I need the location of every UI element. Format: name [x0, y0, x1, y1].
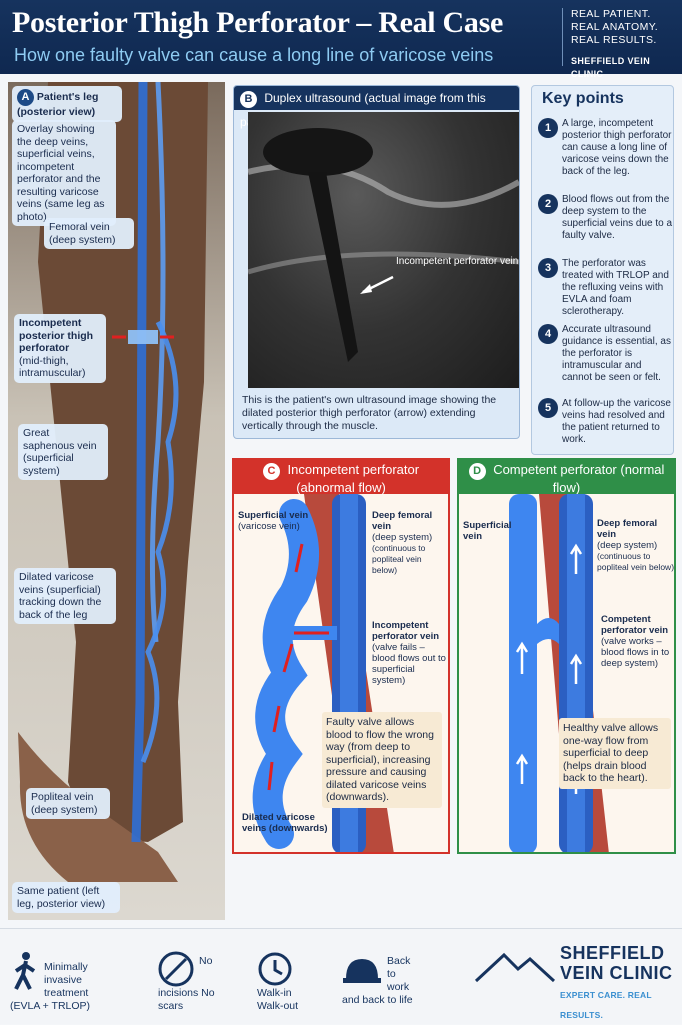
- panel-a-title: Patient's leg (posterior view): [17, 91, 99, 118]
- label-incompetent-perforator: Incompetent posterior thigh perforator (…: [14, 314, 106, 383]
- panel-a-leg-photo: A Patient's leg (posterior view) Overlay…: [8, 82, 225, 920]
- mountain-logo-icon: [474, 952, 556, 983]
- key-point-5: 5 At follow-up the varicose veins had re…: [538, 398, 673, 446]
- label-femoral-vein: Femoral vein (deep system): [44, 218, 134, 249]
- panel-d-competent: D Competent perforator (normal flow) Sup…: [457, 458, 676, 854]
- panel-c-incompetent: C Incompetent perforator (abnormal flow)…: [232, 458, 450, 854]
- page-subtitle: How one faulty valve can cause a long li…: [14, 45, 494, 65]
- key-point-4: 4 Accurate ultrasound guidance is essent…: [538, 324, 673, 384]
- panel-d-title: Competent perforator (normal flow): [493, 462, 665, 495]
- no-scalpel-icon: [158, 951, 194, 987]
- label-popliteal-vein: Popliteal vein (deep system): [26, 788, 110, 819]
- ultrasound-image: Incompetent perforator vein (intramuscul…: [247, 112, 519, 388]
- hard-hat-icon: [343, 959, 381, 983]
- walking-person-icon: [14, 952, 36, 990]
- tagline-line-3: REAL RESULTS.: [571, 34, 657, 46]
- c-label-superficial: Superficial vein(varicose vein): [238, 510, 309, 532]
- footer-item-back-to-work: Back to work and back to life: [342, 951, 416, 1007]
- panel-b-ultrasound: B Duplex ultrasound (actual image from t…: [233, 85, 520, 439]
- key-points-title: Key points: [542, 90, 624, 107]
- label-great-saphenous-vein: Great saphenous vein (superficial system…: [18, 424, 108, 480]
- badge-c: C: [262, 463, 280, 480]
- footer-item-walk-in: Walk-in Walk-out: [257, 951, 307, 1013]
- key-point-1: 1 A large, incompetent posterior thigh p…: [538, 118, 673, 178]
- c-label-dilated: Dilated varicose veins (downwards): [242, 812, 328, 834]
- panel-a-title-box: A Patient's leg (posterior view): [12, 86, 122, 122]
- badge-b: B: [240, 91, 257, 108]
- header-clinic-name: SHEFFIELD VEIN CLINIC: [571, 56, 651, 79]
- clock-icon: [258, 952, 292, 986]
- ultrasound-graphic: Incompetent perforator vein (intramuscul…: [247, 128, 519, 362]
- footer-bar: Minimally invasive treatment (EVLA + TRL…: [0, 928, 682, 1024]
- panel-a-intro: Overlay showing the deep veins, superfic…: [12, 120, 116, 226]
- footer-item-minimally-invasive: Minimally invasive treatment (EVLA + TRL…: [10, 951, 110, 1013]
- key-point-2: 2 Blood flows out from the deep system t…: [538, 194, 673, 242]
- label-dilated-varicose-veins: Dilated varicose veins (superficial) tra…: [14, 568, 116, 624]
- key-point-3: 3 The perforator was treated with TRLOP …: [538, 258, 673, 318]
- panel-b-header: B Duplex ultrasound (actual image from t…: [234, 86, 519, 129]
- d-label-perforator: Competent perforator vein(valve works – …: [601, 614, 670, 669]
- badge-a: A: [17, 89, 34, 106]
- tagline-line-1: REAL PATIENT.: [571, 8, 651, 20]
- header-banner: Posterior Thigh Perforator – Real Case H…: [0, 0, 682, 79]
- leg-illustration: [18, 82, 208, 882]
- d-label-deep: Deep femoral vein(deep system)(continuou…: [597, 518, 675, 572]
- d-explanation-note: Healthy valve allows one-way flow from s…: [559, 718, 671, 789]
- c-label-deep: Deep femoral vein(deep system)(continuou…: [372, 510, 433, 575]
- ultrasound-arrow-label: Incompetent perforator vein (intramuscul…: [396, 256, 519, 267]
- label-same-patient: Same patient (left leg, posterior view): [12, 882, 120, 913]
- c-label-perforator: Incompetent perforator vein(valve fails …: [372, 620, 446, 686]
- panel-b-caption: This is the patient's own ultrasound ima…: [242, 394, 497, 432]
- panel-c-title: Incompetent perforator (abnormal flow): [287, 462, 420, 495]
- key-points-panel: Key points 1 A large, incompetent poster…: [531, 85, 674, 455]
- d-label-superficial: Superficial vein: [463, 520, 512, 542]
- page-title: Posterior Thigh Perforator – Real Case: [12, 6, 503, 39]
- c-explanation-note: Faulty valve allows blood to flow the wr…: [322, 712, 442, 808]
- footer-item-no-incisions: No incisions No scars: [158, 951, 222, 1013]
- footer-brand: SHEFFIELD VEIN CLINIC EXPERT CARE. REAL …: [560, 943, 673, 1020]
- badge-d: D: [468, 463, 486, 480]
- header-tagline: REAL PATIENT. REAL ANATOMY. REAL RESULTS…: [562, 8, 682, 79]
- tagline-line-2: REAL ANATOMY.: [571, 21, 659, 33]
- panel-d-header: D Competent perforator (normal flow): [459, 460, 674, 495]
- panel-c-header: C Incompetent perforator (abnormal flow): [234, 460, 448, 495]
